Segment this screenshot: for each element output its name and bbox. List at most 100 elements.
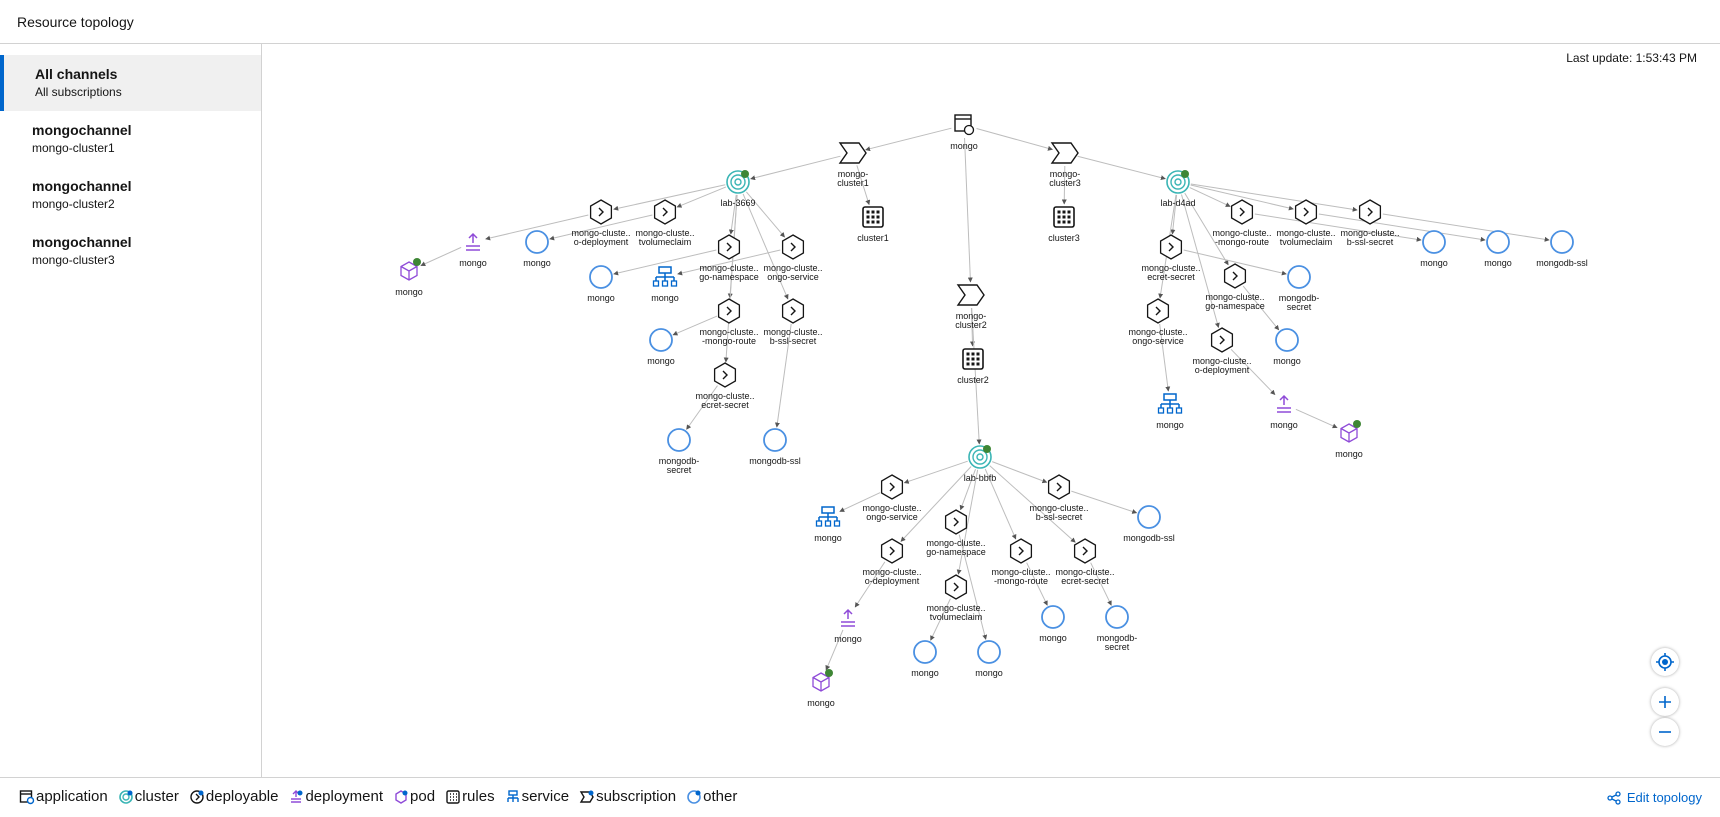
node-cluster-c1[interactable]: lab-3669 bbox=[720, 170, 756, 208]
topology-edge bbox=[420, 246, 462, 267]
deployable-icon bbox=[589, 199, 613, 225]
cluster-icon bbox=[118, 789, 133, 804]
topology-edge bbox=[958, 534, 988, 640]
node-other-bo4[interactable]: mongo bbox=[911, 640, 939, 678]
node-deployable-d1[interactable]: mongo-cluste..-mongo-route bbox=[1212, 199, 1272, 247]
fit-to-screen-button[interactable] bbox=[1651, 648, 1679, 676]
node-deployment-bd[interactable]: mongo bbox=[834, 608, 862, 644]
node-rules-r1[interactable]: cluster1 bbox=[857, 206, 889, 243]
node-other-ao2[interactable]: mongo bbox=[587, 265, 615, 303]
subscription-icon bbox=[956, 284, 985, 306]
node-label: mongo-cluste.. bbox=[1205, 292, 1264, 302]
page-header: Resource topology bbox=[0, 0, 1720, 44]
node-deployable-b7[interactable]: mongo-cluste..tvolumeclaim bbox=[926, 574, 986, 622]
node-label: tvolumeclaim bbox=[930, 612, 983, 622]
node-deployable-d5[interactable]: mongo-cluste..go-namespace bbox=[1205, 263, 1265, 311]
node-deployable-d7[interactable]: mongo-cluste..o-deployment bbox=[1192, 327, 1252, 375]
channel-item-all[interactable]: All channels All subscriptions bbox=[0, 55, 261, 111]
topology-edge bbox=[900, 466, 972, 542]
node-deployment-dd[interactable]: mongo bbox=[1270, 394, 1298, 430]
node-subscription-s1[interactable]: mongo-cluster1 bbox=[837, 142, 869, 188]
node-other-do2[interactable]: mongo bbox=[1484, 230, 1512, 268]
deployment-icon bbox=[841, 608, 855, 627]
node-deployable-b3[interactable]: mongo-cluste..go-namespace bbox=[926, 509, 986, 557]
node-other-do3[interactable]: mongodb-ssl bbox=[1536, 230, 1588, 268]
node-deployable-d2[interactable]: mongo-cluste..tvolumeclaim bbox=[1276, 199, 1336, 247]
node-other-bo1[interactable]: mongodb-ssl bbox=[1123, 505, 1175, 543]
node-rules-r2[interactable]: cluster2 bbox=[957, 348, 989, 385]
node-cluster-c2[interactable]: lab-bbfb bbox=[964, 445, 997, 483]
node-application-app[interactable]: mongo bbox=[950, 114, 978, 151]
deployable-icon bbox=[1358, 199, 1382, 225]
zoom-in-button[interactable] bbox=[1651, 688, 1679, 716]
node-pod-bp[interactable]: mongo bbox=[807, 669, 835, 708]
node-deployment-ad[interactable]: mongo bbox=[459, 232, 487, 268]
node-deployable-a1[interactable]: mongo-cluste..o-deployment bbox=[571, 199, 631, 247]
node-label: b-ssl-secret bbox=[1036, 512, 1083, 522]
node-other-ao3[interactable]: mongo bbox=[647, 328, 675, 366]
node-deployable-a3[interactable]: mongo-cluste..go-namespace bbox=[699, 234, 759, 282]
node-pod-dp[interactable]: mongo bbox=[1335, 420, 1363, 459]
node-rules-r3[interactable]: cluster3 bbox=[1048, 206, 1080, 243]
node-deployable-a6[interactable]: mongo-cluste..b-ssl-secret bbox=[763, 298, 823, 346]
node-deployable-d4[interactable]: mongo-cluste..ecret-secret bbox=[1141, 234, 1201, 282]
channel-item-mongo-cluster1[interactable]: mongochannel mongo-cluster1 bbox=[0, 111, 261, 167]
node-deployable-d6[interactable]: mongo-cluste..ongo-service bbox=[1128, 298, 1188, 346]
node-deployable-a2[interactable]: mongo-cluste..tvolumeclaim bbox=[635, 199, 695, 247]
node-other-ao5[interactable]: mongodb-ssl bbox=[749, 428, 801, 466]
node-pod-ap[interactable]: mongo bbox=[395, 258, 423, 297]
node-label: mongo bbox=[523, 258, 551, 268]
node-deployable-a4[interactable]: mongo-cluste..ongo-service bbox=[763, 234, 823, 282]
node-subscription-s2[interactable]: mongo-cluster2 bbox=[955, 284, 987, 330]
node-label: go-namespace bbox=[1205, 301, 1265, 311]
other-icon bbox=[913, 640, 937, 664]
edit-topology-link[interactable]: Edit topology bbox=[1607, 790, 1702, 805]
node-deployable-a5[interactable]: mongo-cluste..-mongo-route bbox=[699, 298, 759, 346]
subscription-icon bbox=[579, 790, 594, 803]
topology-edge bbox=[774, 323, 792, 428]
node-subscription-s3[interactable]: mongo-cluster3 bbox=[1049, 142, 1081, 188]
node-label: mongo-cluste.. bbox=[571, 228, 630, 238]
node-label: mongo-cluste.. bbox=[1192, 356, 1251, 366]
other-icon bbox=[1550, 230, 1574, 254]
node-other-bo3[interactable]: mongodb-secret bbox=[1097, 605, 1138, 652]
legend-label: rules bbox=[462, 788, 495, 805]
node-other-do5[interactable]: mongo bbox=[1273, 328, 1301, 366]
node-label: mongo-cluste.. bbox=[1141, 263, 1200, 273]
other-icon bbox=[1422, 230, 1446, 254]
node-other-bo2[interactable]: mongo bbox=[1039, 605, 1067, 643]
pod-icon bbox=[812, 669, 833, 692]
node-label: mongo-cluste.. bbox=[862, 503, 921, 513]
node-deployable-b2[interactable]: mongo-cluste..b-ssl-secret bbox=[1029, 474, 1089, 522]
node-label: o-deployment bbox=[574, 237, 629, 247]
node-service-dsv[interactable]: mongo bbox=[1156, 393, 1184, 430]
other-icon bbox=[977, 640, 1001, 664]
node-deployable-b5[interactable]: mongo-cluste..-mongo-route bbox=[991, 538, 1051, 586]
other-icon bbox=[1287, 265, 1311, 289]
node-other-do4[interactable]: mongodb-secret bbox=[1279, 265, 1320, 312]
node-label: mongo bbox=[1156, 420, 1184, 430]
node-deployable-b1[interactable]: mongo-cluste..ongo-service bbox=[862, 474, 922, 522]
node-other-do1[interactable]: mongo bbox=[1420, 230, 1448, 268]
node-service-asv[interactable]: mongo bbox=[651, 266, 679, 303]
zoom-out-button[interactable] bbox=[1651, 718, 1679, 746]
node-deployable-b6[interactable]: mongo-cluste..ecret-secret bbox=[1055, 538, 1115, 586]
node-other-bo5[interactable]: mongo bbox=[975, 640, 1003, 678]
channel-item-mongo-cluster2[interactable]: mongochannel mongo-cluster2 bbox=[0, 167, 261, 223]
minus-icon bbox=[1659, 731, 1671, 733]
node-cluster-c3[interactable]: lab-d4ad bbox=[1160, 170, 1196, 208]
topology-edge bbox=[1190, 184, 1294, 211]
node-other-ao1[interactable]: mongo bbox=[523, 230, 551, 268]
node-other-ao4[interactable]: mongodb-secret bbox=[659, 428, 700, 475]
node-deployable-a7[interactable]: mongo-cluste..ecret-secret bbox=[695, 362, 755, 410]
channel-subscription: mongo-cluster2 bbox=[32, 197, 115, 211]
channel-subscription: mongo-cluster3 bbox=[32, 253, 115, 267]
legend-label: deployable bbox=[205, 788, 279, 805]
node-deployable-b4[interactable]: mongo-cluste..o-deployment bbox=[862, 538, 922, 586]
node-service-bsv[interactable]: mongo bbox=[814, 506, 842, 543]
node-deployable-d3[interactable]: mongo-cluste..b-ssl-secret bbox=[1340, 199, 1400, 247]
node-label: mongodb- bbox=[1097, 633, 1138, 643]
channel-item-mongo-cluster3[interactable]: mongochannel mongo-cluster3 bbox=[0, 223, 261, 279]
node-label: cluster2 bbox=[955, 320, 987, 330]
topology-edge bbox=[485, 214, 589, 241]
